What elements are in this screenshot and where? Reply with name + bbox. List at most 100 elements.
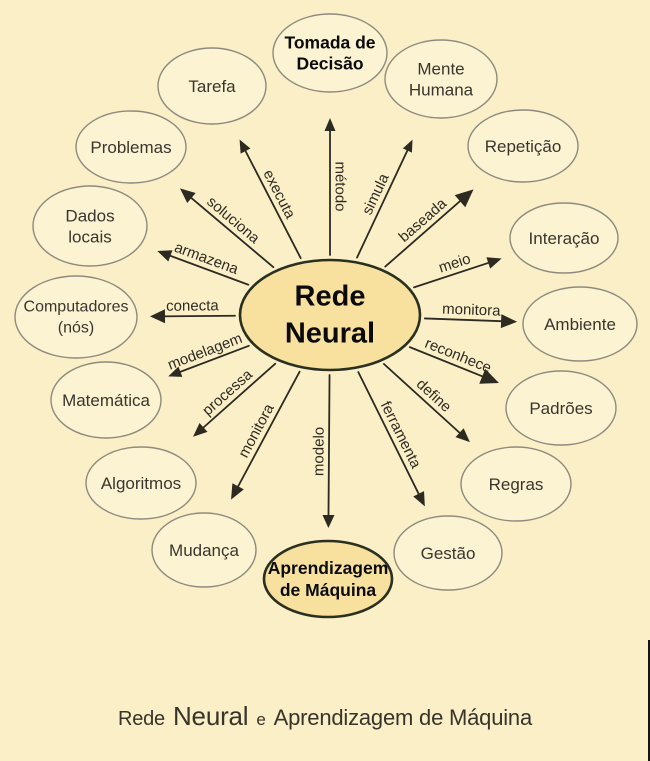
arrow-line-mudanca xyxy=(234,370,301,494)
node-label-padroes: Padrões xyxy=(529,399,592,418)
edge-label-meio: meio xyxy=(437,250,473,276)
arrowhead-icon xyxy=(486,257,502,269)
node-ellipse-mudanca xyxy=(151,512,257,588)
arrow-line-regras xyxy=(383,363,466,438)
node-tarefa: Tarefa xyxy=(157,47,267,125)
node-ellipse-tomada xyxy=(272,13,388,93)
node-regras: Regras xyxy=(460,446,572,522)
edge-armazena-dados: armazena xyxy=(157,239,250,286)
arrow-line-ambiente xyxy=(423,317,510,323)
edge-label-ferramenta: ferramenta xyxy=(377,399,425,472)
node-ellipse-matematica xyxy=(50,361,162,439)
node-label-computadores: Computadores(nós) xyxy=(24,298,129,336)
edge-label-processa: processa xyxy=(199,366,256,420)
node-interacao: Interação xyxy=(509,202,619,274)
arrow-line-problemas xyxy=(185,192,275,269)
node-label-matematica: Matemática xyxy=(62,391,150,410)
edge-label-baseada: baseada xyxy=(396,195,451,246)
arrow-line-repeticao xyxy=(384,194,467,268)
node-ellipse-ambiente xyxy=(522,286,638,362)
node-matematica: Matemática xyxy=(50,361,162,439)
edge-meio-interacao: meio xyxy=(413,250,502,289)
arrowhead-icon xyxy=(168,366,183,377)
caption-segment: e xyxy=(256,710,266,729)
edge-monitora-ambiente: monitora xyxy=(423,301,518,329)
caption-segment: Rede xyxy=(117,708,165,730)
node-label-ambiente: Ambiente xyxy=(544,315,616,334)
screen-edge-artifact-line xyxy=(648,640,650,761)
node-repeticao: Repetição xyxy=(467,109,579,183)
node-ellipse-gestao xyxy=(393,515,503,591)
caption-segment: Neural xyxy=(172,701,249,731)
arrow-line-mente xyxy=(356,144,411,259)
node-ellipse-rede xyxy=(238,258,422,372)
edge-label-soluciona: soluciona xyxy=(203,193,263,247)
arrowhead-icon xyxy=(455,428,470,443)
edge-label-armazena: armazena xyxy=(172,239,241,278)
arrowhead-icon xyxy=(324,118,336,131)
edge-modelagem-matematica: modelagem xyxy=(165,330,250,377)
node-label-tarefa: Tarefa xyxy=(188,77,236,96)
node-ellipse-repeticao xyxy=(467,109,579,183)
arrow-line-tarefa xyxy=(241,144,302,259)
node-problemas: Problemas xyxy=(75,110,187,184)
edge-método-tomada: método xyxy=(324,118,349,256)
arrow-line-algoritmos xyxy=(197,362,277,433)
edge-label-monitora: monitora xyxy=(442,301,502,320)
node-ellipse-computadores xyxy=(14,275,138,359)
arrow-line-gestao xyxy=(357,371,423,501)
node-ellipse-interacao xyxy=(509,202,619,274)
arrowhead-icon xyxy=(239,139,251,154)
edge-conecta-computadores: conecta xyxy=(149,297,236,324)
arrow-line-dados xyxy=(163,252,250,286)
arrow-line-padroes xyxy=(408,346,491,381)
node-ambiente: Ambiente xyxy=(522,286,638,362)
arrowhead-icon xyxy=(322,514,335,529)
node-ellipse-padroes xyxy=(505,370,617,446)
arrowhead-icon xyxy=(402,139,413,153)
edge-modelo-aprendizagem: modelo xyxy=(310,374,335,529)
arrow-line-matematica xyxy=(174,344,250,375)
caption-segment: Aprendizagem de Máquina xyxy=(273,705,533,730)
arrowhead-icon xyxy=(149,309,166,324)
node-ellipse-regras xyxy=(460,446,572,522)
node-label-interacao: Interação xyxy=(529,229,600,248)
node-ellipse-problemas xyxy=(75,110,187,184)
node-ellipse-algoritmos xyxy=(85,446,197,520)
arrowhead-icon xyxy=(454,189,474,208)
arrowhead-icon xyxy=(157,250,173,262)
node-label-repeticao: Repetição xyxy=(485,137,562,156)
node-mudanca: Mudança xyxy=(151,512,257,588)
arrowhead-icon xyxy=(179,188,196,203)
node-computadores: Computadores(nós) xyxy=(14,275,138,359)
edge-label-conecta: conecta xyxy=(166,297,219,314)
arrow-line-interacao xyxy=(413,260,496,289)
node-algoritmos: Algoritmos xyxy=(85,446,197,520)
node-ellipse-dados xyxy=(32,185,148,267)
node-ellipse-mente xyxy=(384,39,498,119)
node-padroes: Padrões xyxy=(505,370,617,446)
arrowhead-icon xyxy=(231,483,244,500)
arrow-line-aprendizagem xyxy=(327,374,331,522)
arrowhead-icon xyxy=(193,422,208,437)
arrowhead-icon xyxy=(479,368,499,384)
edge-label-método: método xyxy=(332,161,349,211)
node-label-problemas: Problemas xyxy=(90,138,171,157)
node-label-mudanca: Mudança xyxy=(169,541,239,560)
node-ellipse-tarefa xyxy=(157,47,267,125)
arrow-line-computadores xyxy=(157,314,236,318)
node-gestao: Gestão xyxy=(393,515,503,591)
edge-label-modelo: modelo xyxy=(310,427,327,476)
node-label-regras: Regras xyxy=(489,475,544,494)
node-label-gestao: Gestão xyxy=(421,544,476,563)
